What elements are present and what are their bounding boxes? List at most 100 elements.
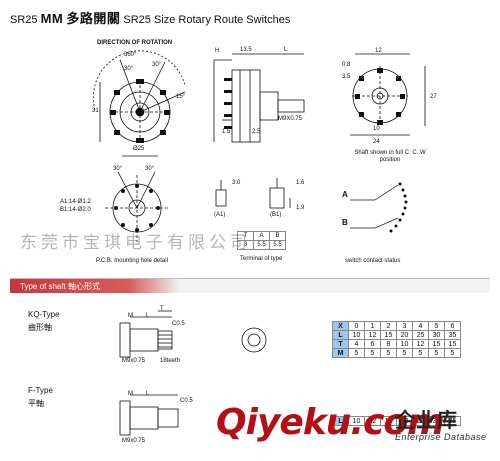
f-dim-c05: C0.5 (180, 398, 193, 404)
f-type-label: F-Type (28, 386, 53, 395)
table-cell: 0 (348, 321, 365, 331)
table-cell: 20 (396, 330, 413, 340)
kq-dim-teeth: 18teeth (160, 358, 181, 364)
kq-dim-t: T (160, 306, 164, 312)
kq-dim-m: M (128, 313, 133, 319)
dim-31: 31 (92, 108, 99, 114)
angle-30b: 30° (152, 62, 162, 68)
table-row-header: T (332, 339, 349, 349)
table-cell: 6 (364, 339, 381, 349)
table-cell: 5 (428, 348, 445, 358)
a1-hole-label: A1:14-Ø1.2 (60, 199, 91, 205)
angle-15: 15° (176, 94, 186, 100)
kq-type-label: KQ-Type (28, 310, 60, 319)
table-cell: 12 (412, 339, 429, 349)
table-cell: 5 (380, 348, 397, 358)
mid-angle-30b: 30° (145, 166, 155, 172)
dim-m9: M9X0.75 (278, 116, 303, 122)
title-prefix: SR25 (10, 14, 38, 26)
table-cell: 1 (364, 321, 381, 331)
table-cell: 5 (428, 321, 445, 331)
dim-27: 27 (430, 94, 437, 100)
table-cell: 10 (396, 339, 413, 349)
table-cell: 10 (348, 330, 365, 340)
table-cell: 6 (444, 321, 461, 331)
table-cell: 4 (412, 321, 429, 331)
terminal-cell: 5.5 (253, 240, 270, 250)
angle-360: 360° (124, 52, 137, 58)
dim-24: 24 (373, 139, 380, 145)
mid-angle-30a: 30° (113, 166, 123, 172)
table-cell: 35 (444, 330, 461, 340)
contact-label-a: A (342, 190, 348, 199)
banner-title: Type of shaft 軸心形式 (20, 282, 101, 291)
f-dim-m: M (128, 391, 133, 397)
table-cell: 15 (428, 339, 445, 349)
b1-hole-label: B1:14-Ø2.0 (60, 207, 91, 213)
title-cn: 多路開關 (66, 11, 121, 26)
angle-30a: 30° (124, 66, 134, 72)
table-row-header: X (332, 321, 349, 331)
table-cell: 2 (380, 321, 397, 331)
dim-0-8: 0.8 (342, 62, 351, 68)
banner-tab (10, 279, 180, 293)
kq-type-cn: 齒形軸 (28, 323, 52, 332)
f-type-cn: 平軸 (28, 399, 44, 408)
direction-label: DIRECTION OF ROTATION (97, 40, 173, 46)
f-dim-m9: M9x0.75 (122, 438, 146, 444)
contact-caption: switch contact status (345, 258, 401, 264)
dim-12: 12 (375, 48, 382, 54)
table-cell: 5 (412, 348, 429, 358)
dim-h: H (215, 48, 220, 54)
terminal-cell: 5.5 (269, 240, 286, 250)
table-cell: 5 (444, 348, 461, 358)
table-cell: 25 (412, 330, 429, 340)
kq-dim-l: L (146, 313, 150, 319)
terminal-table: T A B 3 5.5 5.5 (237, 231, 286, 250)
f-dim-l: L (146, 391, 150, 397)
table-cell: 3 (396, 321, 413, 331)
table-cell: 4 (348, 339, 365, 349)
dim-1-5: 1.5 (222, 129, 231, 135)
terminal-caption: Terminal of type (240, 256, 283, 262)
top-technical-drawing (92, 50, 426, 157)
terminal-cell: A (253, 231, 270, 241)
shaft-note: Shaft shown in full C. C. W position (354, 150, 426, 163)
kq-dim-m9: M9x0.75 (122, 358, 146, 364)
pcb-caption: P.C.B. mounting hole detail (96, 258, 168, 264)
dim-10: 10 (373, 126, 380, 132)
table-cell: 5 (348, 348, 365, 358)
contact-label-b: B (342, 218, 348, 227)
a1-caption: (A1) (214, 212, 226, 218)
dim-13-5: 13.5 (240, 47, 252, 53)
table-row-header: L (332, 330, 349, 340)
table-cell: 30 (428, 330, 445, 340)
table-cell: 15 (380, 330, 397, 340)
company-watermark: 东莞市宝琪电子有限公司 (20, 233, 251, 252)
dim-25: Ø25 (133, 146, 145, 152)
dim-2-5: 2.5 (252, 129, 261, 135)
middle-technical-drawing (105, 171, 408, 242)
f-shaft-drawing (119, 394, 179, 436)
table-cell: 8 (380, 339, 397, 349)
kq-dim-c05: C0.5 (172, 321, 185, 327)
qiyeku-logo-cn: 企业库 (395, 410, 458, 432)
dim-1-9: 1.9 (296, 205, 305, 211)
qiyeku-logo-en: Enterprise Database (395, 432, 487, 442)
table-cell: 5 (364, 348, 381, 358)
page-title: SR25 MM 多路開關 SR25 Size Rotary Route Swit… (10, 8, 290, 27)
dim-3-0: 3.0 (232, 180, 241, 186)
dim-1-6: 1.6 (296, 180, 305, 186)
kq-shaft-drawing (119, 310, 267, 358)
table-cell: 35 (444, 416, 461, 426)
b1-caption: (B1) (270, 212, 282, 218)
title-brand: MM (40, 11, 64, 26)
shaft-type-banner: Type of shaft 軸心形式 (10, 278, 490, 293)
